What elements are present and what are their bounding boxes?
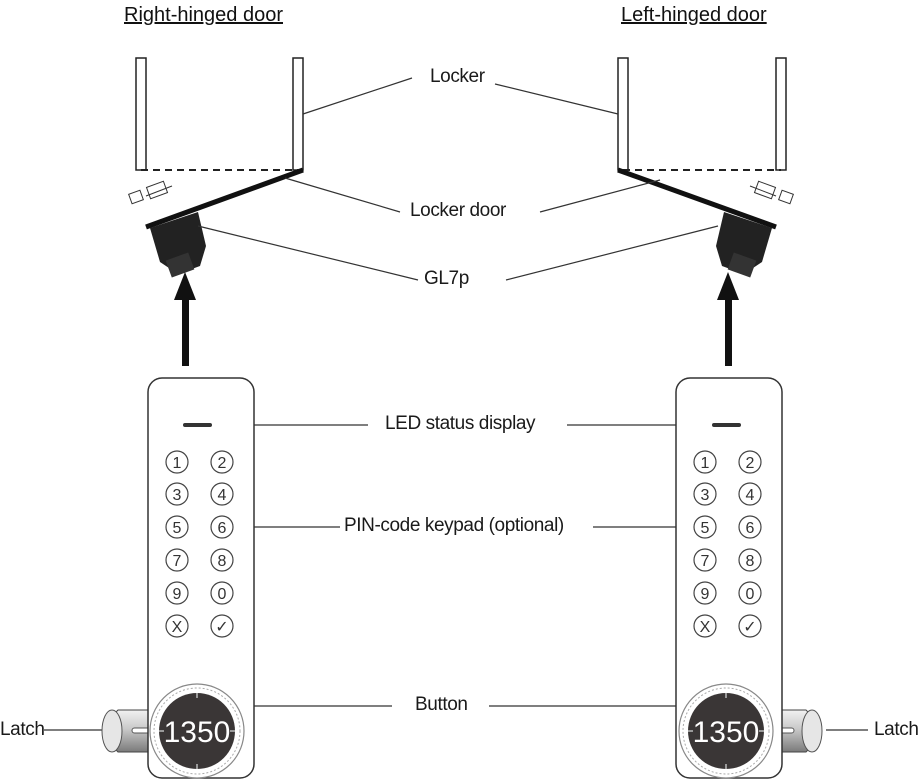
keypad-key-confirm[interactable]: ✓ [210,614,234,638]
button-display-text: 1350 [693,716,760,749]
main-button[interactable]: 1350 [678,683,774,779]
keypad-key-5[interactable]: 5 [693,515,717,539]
label-latch-left: Latch [0,719,45,741]
keypad-key-confirm[interactable]: ✓ [738,614,762,638]
keypad-key-0[interactable]: 0 [738,581,762,605]
right-hinged-locker-diagram [128,57,304,366]
keypad-key-9[interactable]: 9 [693,581,717,605]
keypad-key-1[interactable]: 1 [165,450,189,474]
heading-right-hinged-door: Right-hinged door [124,4,283,26]
locker-wall-left [135,57,147,171]
keypad-key-label: 0 [746,586,755,603]
keypad-key-3[interactable]: 3 [693,482,717,506]
locker-door-open [145,167,304,230]
locker-wall-right [292,57,304,171]
main-button[interactable]: 1350 [149,683,245,779]
keypad-key-label: ✓ [743,619,756,636]
keypad-key-label: 9 [701,586,710,603]
locker-door-open [617,167,777,230]
locker-wall-right [775,57,787,171]
keypad-key-6[interactable]: 6 [210,515,234,539]
keypad-key-cancel[interactable]: X [165,614,189,638]
keypad-key-label: 8 [218,553,227,570]
keypad-key-label: 3 [173,487,182,504]
keypad-key-label: 6 [218,520,227,537]
keypad-key-6[interactable]: 6 [738,515,762,539]
keypad-key-8[interactable]: 8 [210,548,234,572]
keypad-key-label: 2 [218,455,227,472]
keypad-key-label: 4 [218,487,227,504]
keypad-key-label: 0 [218,586,227,603]
locker-wall-left [617,57,629,171]
keypad-key-label: 9 [173,586,182,603]
label-latch-right: Latch [874,719,919,741]
keypad-key-label: 5 [173,520,182,537]
keypad-key-2[interactable]: 2 [738,450,762,474]
keypad-key-label: 6 [746,520,755,537]
label-led-status-display: LED status display [385,413,536,435]
keypad-key-7[interactable]: 7 [165,548,189,572]
button-display-text: 1350 [164,716,231,749]
left-hinged-locker-diagram [617,57,794,366]
keypad-key-4[interactable]: 4 [210,482,234,506]
arrow-up-icon [174,272,196,300]
led-status-indicator [183,423,212,427]
label-button: Button [415,694,468,716]
keypad-key-0[interactable]: 0 [210,581,234,605]
keypad-key-2[interactable]: 2 [210,450,234,474]
keypad-key-cancel[interactable]: X [693,614,717,638]
keypad-key-8[interactable]: 8 [738,548,762,572]
keypad-unit-right: 1 2 3 4 5 6 7 8 9 0X ✓ 1350 [675,377,823,779]
heading-left-hinged-door: Left-hinged door [621,4,767,26]
label-pin-code-keypad: PIN-code keypad (optional) [344,515,564,537]
led-status-indicator [712,423,741,427]
keypad-key-label: X [700,619,711,636]
keypad-key-label: 3 [701,487,710,504]
keypad-key-label: 8 [746,553,755,570]
keypad-key-4[interactable]: 4 [738,482,762,506]
keypad-key-label: 5 [701,520,710,537]
keypad-key-3[interactable]: 3 [165,482,189,506]
label-locker: Locker [430,66,485,88]
keypad-key-label: 2 [746,455,755,472]
keypad-key-label: 7 [701,553,710,570]
keypad-key-5[interactable]: 5 [165,515,189,539]
keypad-key-7[interactable]: 7 [693,548,717,572]
label-gl7p: GL7p [424,268,469,290]
keypad-key-label: 7 [173,553,182,570]
keypad-key-label: 1 [173,455,182,472]
gl7p-lock-body [716,180,794,278]
keypad-key-label: 4 [746,487,755,504]
keypad-key-1[interactable]: 1 [693,450,717,474]
keypad-key-label: ✓ [215,619,228,636]
keypad-key-label: X [172,619,183,636]
arrow-up-icon [717,272,739,300]
leader-lines [34,77,868,731]
keypad-key-label: 1 [701,455,710,472]
keypad-unit-left: 1 2 3 4 5 6 7 8 9 0X ✓ 1350 [101,377,255,779]
keypad-key-9[interactable]: 9 [165,581,189,605]
gl7p-lock-body [128,180,206,278]
label-locker-door: Locker door [410,200,506,222]
